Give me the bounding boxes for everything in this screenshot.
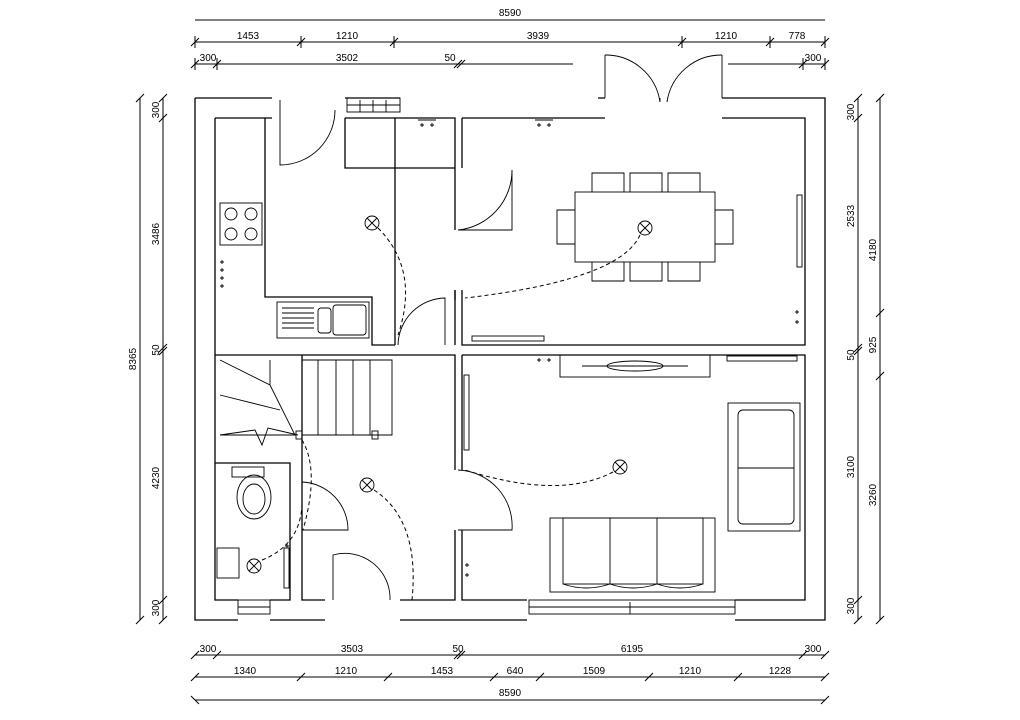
- dim-bottom-overall: 8590: [499, 688, 522, 699]
- dim-left-wall-1: 300: [151, 101, 162, 118]
- dim-right-opening-2: 925: [868, 336, 879, 353]
- walls: [194, 97, 826, 621]
- dim-right-wall-3: 50: [846, 349, 857, 361]
- dim-bottom-opening-5: 1509: [583, 666, 606, 677]
- dim-top-wall-3: 50: [444, 53, 456, 64]
- dim-left-wall-2: 3486: [151, 222, 162, 245]
- dining-table: [574, 191, 716, 263]
- patio-doors: [604, 54, 723, 103]
- power-sockets: [220, 119, 799, 577]
- hall: [301, 439, 414, 601]
- front-door: [332, 552, 391, 601]
- sink: [276, 301, 370, 339]
- dim-left-wall-3: 50: [151, 344, 162, 356]
- dim-top-opening-4: 1210: [715, 31, 738, 42]
- dim-bottom-opening-2: 1210: [335, 666, 358, 677]
- dim-bottom-wall-5: 300: [805, 644, 822, 655]
- sofa-right: [727, 402, 801, 532]
- wc: [216, 466, 303, 589]
- dim-bottom-wall-3: 50: [452, 644, 464, 655]
- dim-right-opening-3: 3260: [868, 483, 879, 506]
- dim-top-opening-1: 1453: [237, 31, 260, 42]
- dim-bottom-wall-4: 6195: [621, 644, 644, 655]
- basin: [216, 547, 240, 579]
- dining-room: [464, 172, 803, 342]
- dimension-lines: 8590 1453 1210 3939 1210 778 300 3502 50…: [128, 8, 885, 705]
- ceiling-light-icon: [364, 215, 380, 231]
- dim-bottom-opening-6: 1210: [679, 666, 702, 677]
- windows: [237, 97, 736, 615]
- kitchen: [219, 202, 407, 339]
- living-room: [463, 354, 801, 593]
- toilet: [236, 474, 272, 520]
- dim-right-wall-1: 300: [846, 103, 857, 120]
- dim-top-opening-3: 3939: [527, 31, 550, 42]
- door-kitchen-back: [279, 100, 336, 166]
- dim-right-wall-4: 3100: [846, 455, 857, 478]
- door-living: [457, 469, 513, 531]
- door-kitchen-hall: [397, 297, 446, 346]
- dim-right-wall-5: 300: [846, 597, 857, 614]
- dim-top-opening-5: 778: [789, 31, 806, 42]
- dim-bottom-opening-3: 1453: [431, 666, 454, 677]
- dim-left-wall-4: 4230: [151, 466, 162, 489]
- dim-bottom-wall-1: 300: [200, 644, 217, 655]
- dim-right-opening-1: 4180: [868, 238, 879, 261]
- hob: [219, 202, 263, 246]
- dim-top-opening-2: 1210: [336, 31, 359, 42]
- dim-top-wall-4: 300: [805, 53, 822, 64]
- dim-left-overall: 8365: [128, 347, 139, 370]
- doors: [279, 54, 723, 601]
- door-dining-left: [457, 169, 513, 231]
- dim-top-wall-1: 300: [200, 53, 217, 64]
- dim-bottom-wall-2: 3503: [341, 644, 364, 655]
- dim-top-wall-2: 3502: [336, 53, 359, 64]
- dim-left-wall-5: 300: [151, 599, 162, 616]
- dim-top-overall: 8590: [499, 8, 522, 19]
- sofa-bottom: [549, 517, 716, 593]
- dim-bottom-opening-7: 1228: [769, 666, 792, 677]
- dim-bottom-opening-4: 640: [507, 666, 524, 677]
- door-wc: [301, 481, 349, 531]
- staircase: [219, 359, 393, 447]
- dim-bottom-opening-1: 1340: [234, 666, 257, 677]
- dim-right-wall-2: 2533: [846, 204, 857, 227]
